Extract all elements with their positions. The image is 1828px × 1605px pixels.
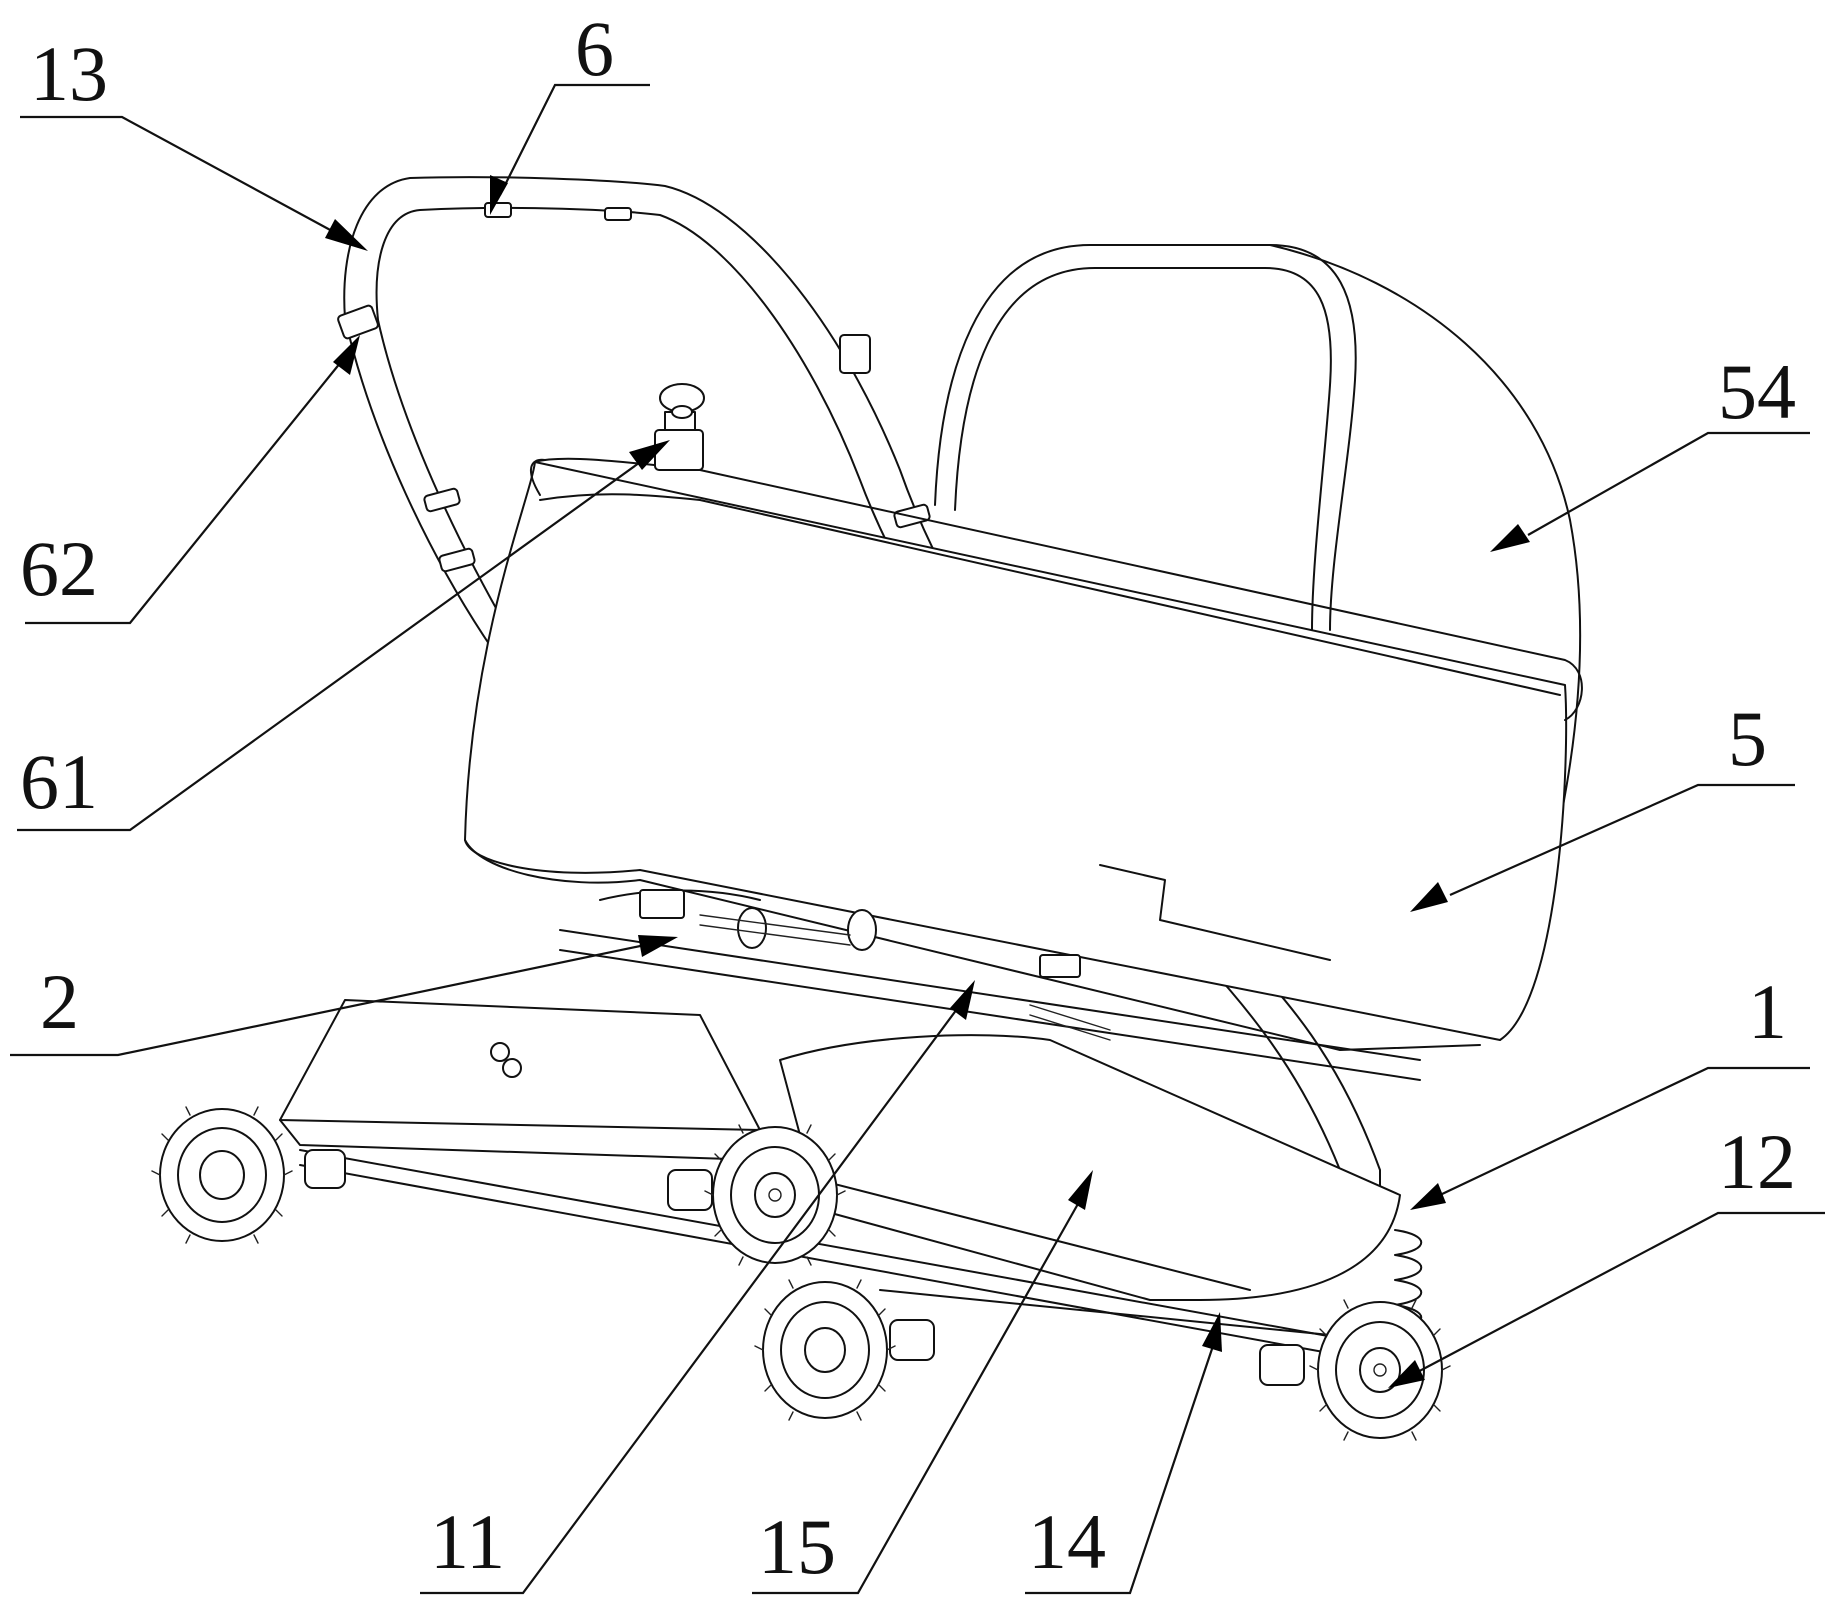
ref-62-text: 62 — [20, 525, 98, 612]
ref-6: 6 — [490, 5, 650, 215]
ref-12: 12 — [1388, 1118, 1825, 1388]
ref-54-text: 54 — [1718, 348, 1796, 435]
ref-54: 54 — [1490, 348, 1810, 552]
ref-1-text: 1 — [1748, 968, 1787, 1055]
ref-5-text: 5 — [1728, 695, 1767, 782]
ref-12-text: 12 — [1718, 1118, 1796, 1205]
ref-2-text: 2 — [40, 958, 79, 1045]
wheel-rear-right — [755, 1280, 895, 1420]
ref-62: 62 — [20, 335, 360, 623]
ref-15-text: 15 — [758, 1503, 836, 1590]
ref-14-text: 14 — [1028, 1498, 1106, 1585]
ref-13-text: 13 — [30, 30, 108, 117]
ref-14: 14 — [1025, 1312, 1222, 1593]
wheel-rear-left — [152, 1107, 292, 1243]
ref-6-text: 6 — [575, 5, 614, 92]
basket — [465, 384, 1582, 1050]
wheel-front-right — [1310, 1300, 1450, 1440]
ref-13: 13 — [20, 30, 368, 251]
ref-61-text: 61 — [20, 738, 98, 825]
ref-11-text: 11 — [430, 1498, 505, 1585]
